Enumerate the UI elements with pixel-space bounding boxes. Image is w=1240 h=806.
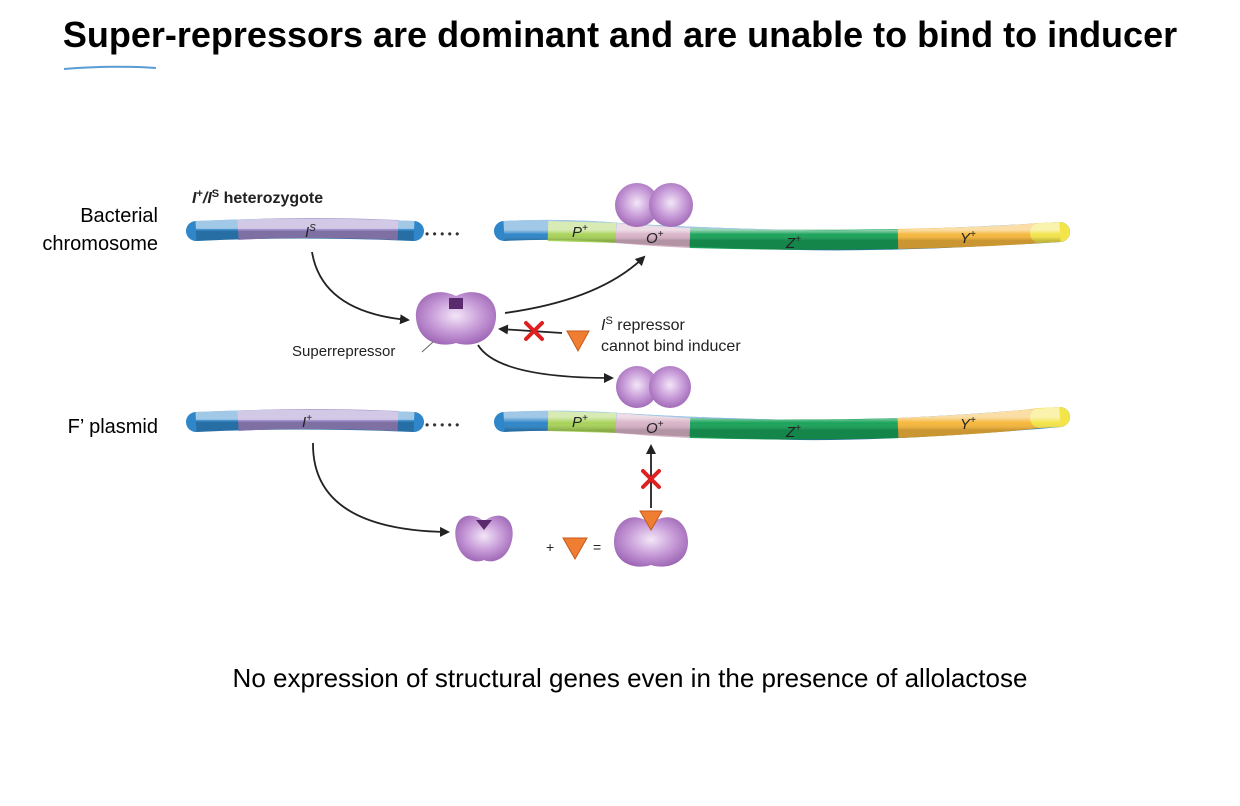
o-gene-label-plasmid: O+ xyxy=(646,419,664,437)
repressor-inducer-complex xyxy=(614,510,688,567)
bound-repressor-bottom xyxy=(616,366,691,408)
slide-title: Super-repressors are dominant and are un… xyxy=(62,14,1178,55)
superrepressor-leader xyxy=(421,341,434,353)
inducer-triangle-icon-2 xyxy=(562,537,588,561)
cross-icon xyxy=(524,321,544,341)
arrow-is-to-superrepressor xyxy=(311,251,410,325)
y-gene-label-plasmid: Y+ xyxy=(960,415,976,433)
superrepressor-label: Superrepressor xyxy=(292,343,395,360)
y-gene-label: Y+ xyxy=(960,229,976,247)
is-gene-label: IS xyxy=(305,223,316,241)
arrow-superrepressor-to-bottom-operator xyxy=(477,344,614,383)
plasmid-iplus-gene: I+ xyxy=(186,409,424,432)
normal-repressor-protein xyxy=(455,515,513,562)
inducer-binding-site xyxy=(476,520,492,530)
p-gene-label: P+ xyxy=(572,223,588,241)
bacterial-label-line2: chromosome xyxy=(42,233,158,255)
z-gene-label-plasmid: Z+ xyxy=(785,423,801,441)
bacterial-chromosome-label: Bacterial chromosome xyxy=(0,202,158,258)
bacterial-label-line1: Bacterial xyxy=(80,205,158,227)
superrepressor-site xyxy=(449,298,463,309)
arrow-iplus-to-repressor xyxy=(312,442,450,537)
footer-text: No expression of structural genes even i… xyxy=(232,663,1028,693)
p-gene-label-plasmid: P+ xyxy=(572,413,588,431)
chromosome-operon: P+ O+ Z+ Y+ xyxy=(494,219,1070,252)
inducer-triangle-icon xyxy=(566,330,590,353)
superrepressor-protein xyxy=(415,292,497,345)
plasmid-dots: • • • • • xyxy=(425,418,459,432)
plasmid-operon: P+ O+ Z+ Y+ xyxy=(494,407,1070,441)
is-repressor-label: IS repressor xyxy=(601,315,685,334)
equals-sign: = xyxy=(593,539,601,555)
z-gene-label: Z+ xyxy=(785,234,801,252)
arrow-superrepressor-to-top-operator xyxy=(504,255,646,314)
f-plasmid-label: F’ plasmid xyxy=(67,416,158,438)
o-gene-label: O+ xyxy=(646,229,664,247)
title-underline xyxy=(63,65,157,70)
cannot-bind-label: cannot bind inducer xyxy=(601,338,741,355)
bound-inducer-triangle xyxy=(639,510,663,531)
arrow-inducer-blocked xyxy=(498,324,563,335)
chromosome-is-gene: IS xyxy=(186,218,424,241)
cross-icon-2 xyxy=(641,469,661,489)
heterozygote-label: I+/IS heterozygote xyxy=(192,188,323,207)
plus-sign: + xyxy=(546,539,554,555)
iplus-gene-label: I+ xyxy=(302,413,312,431)
bound-repressor-top xyxy=(615,183,693,227)
chromosome-dots: • • • • • xyxy=(425,227,459,241)
